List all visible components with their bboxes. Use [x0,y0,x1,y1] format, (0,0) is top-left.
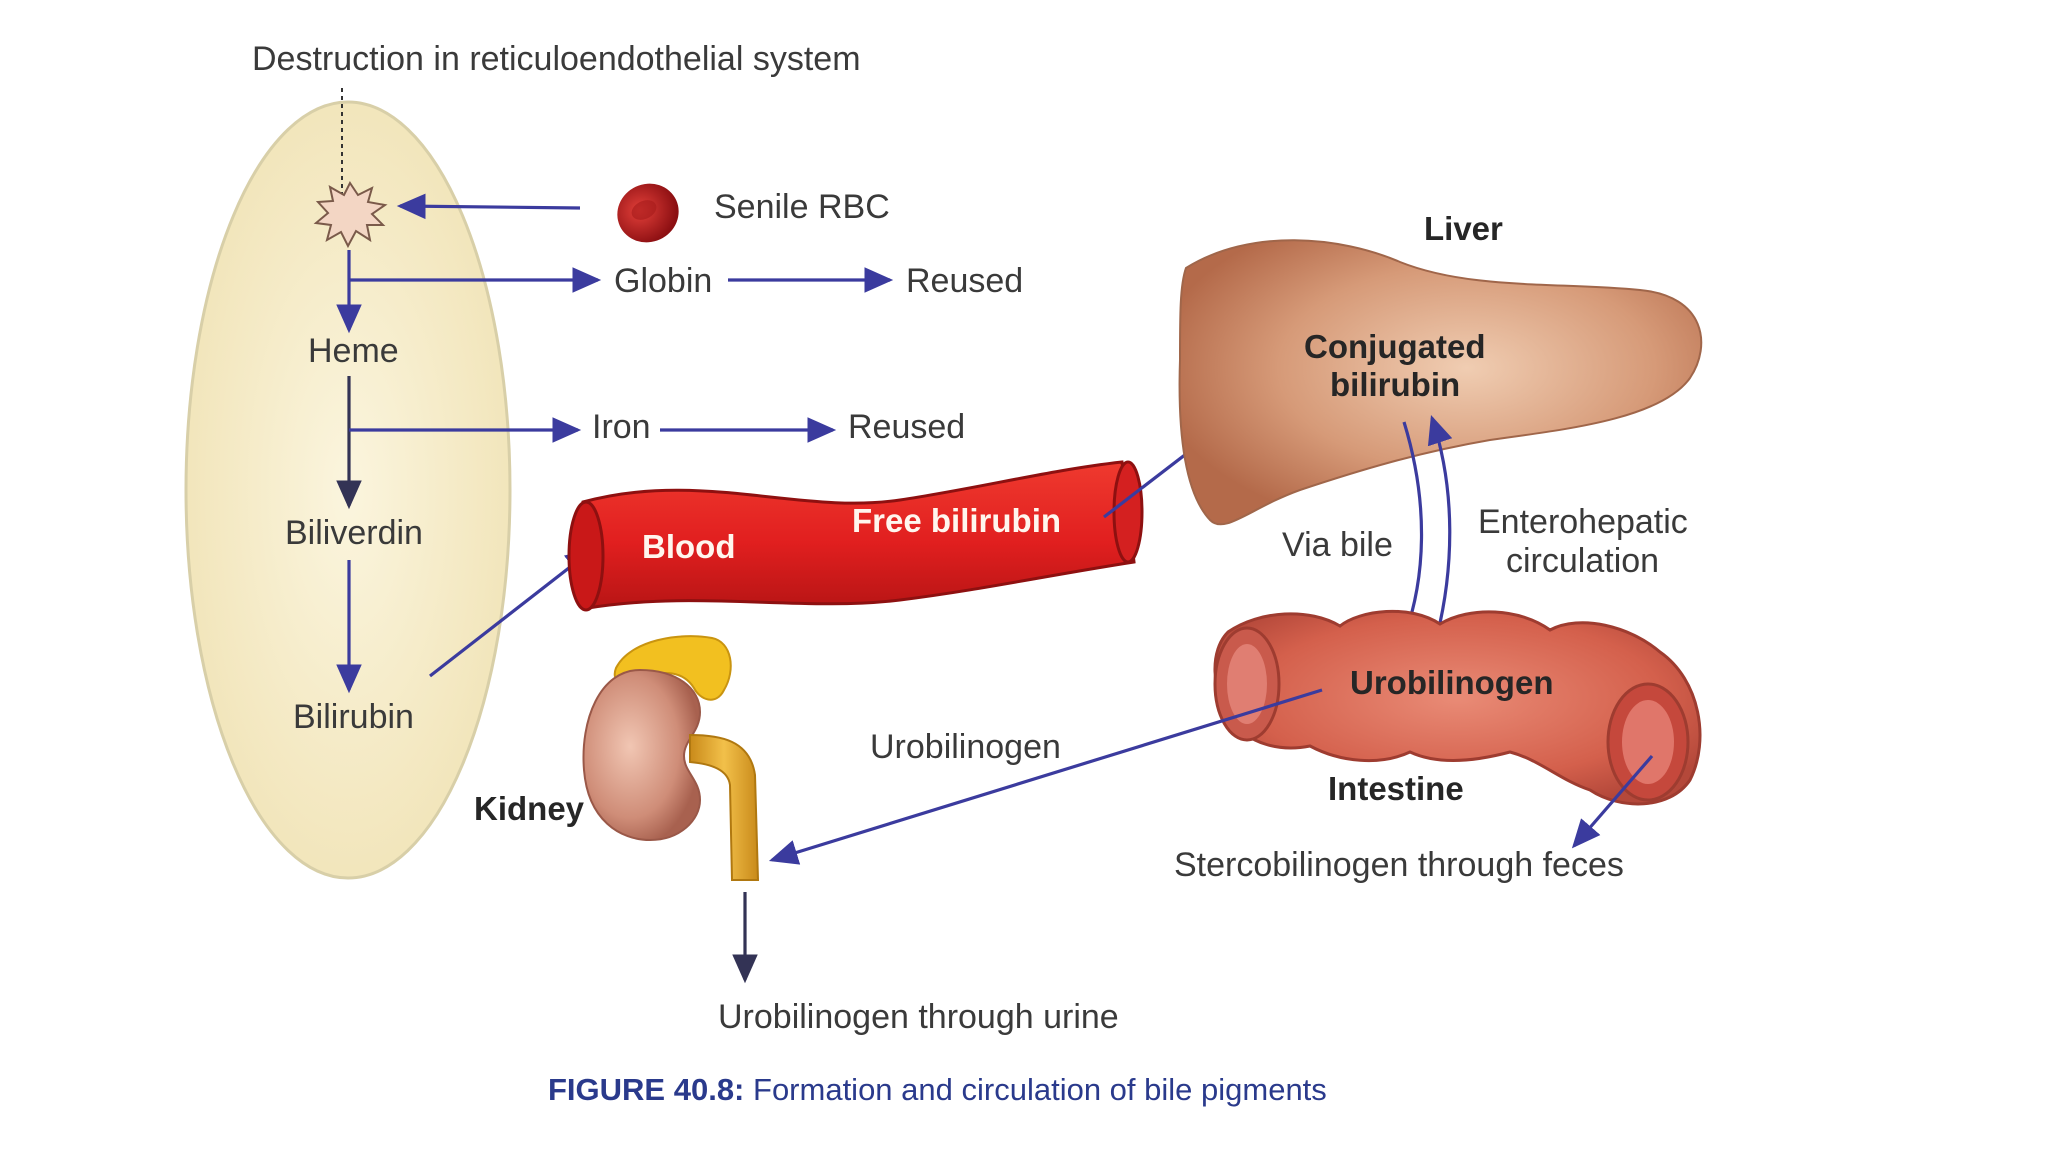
blood-vessel-end-right [1112,460,1144,564]
intestine-shape [1213,609,1702,806]
iron-label: Iron [592,408,651,446]
biliverdin-label: Biliverdin [285,514,423,552]
intestine-end-left-lumen [1227,644,1267,724]
arrow-rbc-to-burst [396,193,581,220]
figure-caption-text: Formation and circulation of bile pigmen… [744,1072,1326,1107]
arrow-to-feces [1571,754,1654,849]
conjugated-bilirubin-line1: Conjugated [1304,328,1485,365]
kidney-label: Kidney [474,790,585,827]
liver-label: Liver [1424,210,1503,247]
arrow-enterohepatic [1427,414,1453,641]
globin-label: Globin [614,262,712,300]
free-bilirubin-label: Free bilirubin [852,502,1061,539]
burst-rbc-icon [313,181,388,249]
urobilinogen-intestine-label: Urobilinogen [1350,664,1553,701]
blood-vessel-end-left [567,500,605,612]
destruction-label: Destruction in reticuloendothelial syste… [252,40,861,78]
via-bile-label: Via bile [1282,526,1393,564]
intestine-end-right-lumen [1622,700,1674,784]
enterohepatic-line2: circulation [1506,542,1659,580]
intestine-label: Intestine [1328,770,1464,807]
globin-reused-label: Reused [906,262,1023,300]
figure-caption: FIGURE 40.8: Formation and circulation o… [548,1072,1327,1107]
blood-label: Blood [642,528,735,565]
senile-rbc-label: Senile RBC [714,188,890,226]
conjugated-bilirubin-line2: bilirubin [1330,366,1460,403]
arrow-intestine-to-kidney [768,688,1323,865]
heme-label: Heme [308,332,399,370]
liver-shape [1178,239,1703,526]
urine-label: Urobilinogen through urine [718,998,1119,1036]
senile-rbc-dimple [631,200,657,220]
iron-reused-label: Reused [848,408,965,446]
urobilinogen-to-kidney-label: Urobilinogen [870,728,1061,766]
ureter-shape [689,733,760,881]
arrow-bilirubin-to-blood [429,548,595,678]
bilirubin-label: Bilirubin [293,698,414,736]
enterohepatic-line1: Enterohepatic [1478,503,1688,541]
stercobilinogen-label: Stercobilinogen through feces [1174,846,1624,884]
kidney-shape [582,668,702,842]
figure-caption-prefix: FIGURE 40.8: [548,1072,744,1107]
